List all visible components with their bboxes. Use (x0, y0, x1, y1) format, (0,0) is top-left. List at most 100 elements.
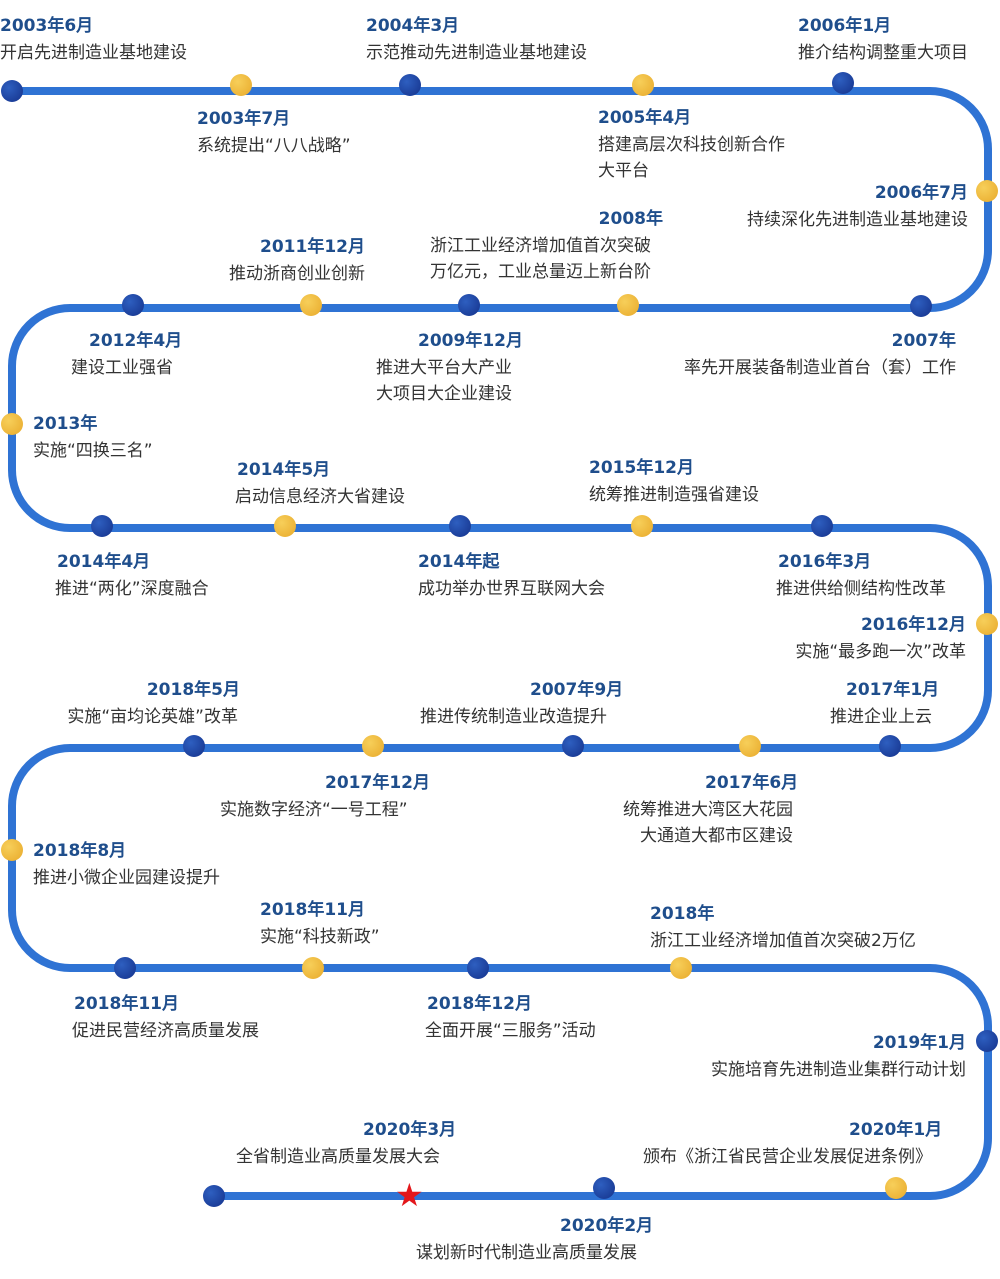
yellow-milestone-dot (670, 957, 692, 979)
event-description: 大通道大都市区建设 (640, 826, 793, 846)
yellow-milestone-dot (1, 413, 23, 435)
event-description: 推进小微企业园建设提升 (33, 868, 220, 888)
event-date: 2007年 (891, 331, 956, 351)
event-description: 大项目大企业建设 (376, 384, 512, 404)
event-date: 2018年8月 (33, 841, 127, 861)
event-description: 实施“最多跑一次”改革 (795, 642, 966, 662)
event-date: 2018年11月 (74, 994, 179, 1014)
blue-milestone-dot (593, 1177, 615, 1199)
event-date: 2007年9月 (530, 680, 624, 700)
event-date: 2014年起 (418, 552, 500, 572)
event-description: 大平台 (598, 161, 649, 181)
event-date: 2016年3月 (778, 552, 872, 572)
yellow-milestone-dot (976, 180, 998, 202)
yellow-milestone-dot (617, 294, 639, 316)
event-date: 2003年6月 (0, 16, 94, 36)
event-description: 实施“四换三名” (33, 441, 153, 461)
blue-milestone-dot (449, 515, 471, 537)
event-description: 示范推动先进制造业基地建设 (366, 43, 587, 63)
blue-milestone-dot (458, 294, 480, 316)
event-date: 2011年12月 (260, 237, 365, 257)
event-description: 万亿元，工业总量迈上新台阶 (430, 262, 651, 282)
event-date: 2020年1月 (849, 1120, 943, 1140)
event-description: 推动浙商创业创新 (229, 264, 365, 284)
event-description: 统筹推进制造强省建设 (589, 485, 759, 505)
event-description: 推进传统制造业改造提升 (420, 707, 607, 727)
event-description: 谋划新时代制造业高质量发展 (416, 1243, 637, 1263)
event-date: 2017年12月 (325, 773, 430, 793)
event-description: 开启先进制造业基地建设 (0, 43, 187, 63)
blue-milestone-dot (183, 735, 205, 757)
event-description: 全省制造业高质量发展大会 (236, 1147, 440, 1167)
blue-milestone-dot (91, 515, 113, 537)
event-description: 实施培育先进制造业集群行动计划 (711, 1060, 966, 1080)
event-date: 2017年6月 (705, 773, 799, 793)
event-date: 2016年12月 (861, 615, 966, 635)
blue-milestone-dot (1, 80, 23, 102)
blue-milestone-dot (832, 72, 854, 94)
event-description: 全面开展“三服务”活动 (425, 1021, 596, 1041)
blue-milestone-dot (976, 1030, 998, 1052)
event-description: 推进大平台大产业 (376, 358, 512, 378)
star-icon: ★ (395, 1176, 424, 1214)
event-description: 统筹推进大湾区大花园 (623, 800, 793, 820)
event-description: 推进供给侧结构性改革 (776, 579, 946, 599)
event-date: 2013年 (33, 414, 98, 434)
event-description: 浙江工业经济增加值首次突破 (430, 236, 651, 256)
blue-milestone-dot (399, 74, 421, 96)
event-date: 2009年12月 (418, 331, 523, 351)
event-description: 持续深化先进制造业基地建设 (747, 210, 968, 230)
event-date: 2012年4月 (89, 331, 183, 351)
event-description: 推进“两化”深度融合 (55, 579, 209, 599)
event-date: 2018年 (650, 904, 715, 924)
event-date: 2014年4月 (57, 552, 151, 572)
event-date: 2018年12月 (427, 994, 532, 1014)
event-date: 2020年3月 (363, 1120, 457, 1140)
event-description: 推介结构调整重大项目 (798, 43, 968, 63)
event-date: 2006年1月 (798, 16, 892, 36)
event-description: 颁布《浙江省民营企业发展促进条例》 (643, 1147, 932, 1167)
yellow-milestone-dot (739, 735, 761, 757)
yellow-milestone-dot (631, 515, 653, 537)
event-description: 实施数字经济“一号工程” (220, 800, 408, 820)
event-date: 2003年7月 (197, 109, 291, 129)
event-description: 浙江工业经济增加值首次突破2万亿 (650, 931, 916, 951)
event-date: 2018年5月 (146, 680, 240, 700)
event-date: 2015年12月 (589, 458, 694, 478)
event-date: 2018年11月 (260, 900, 365, 920)
event-description: 推进企业上云 (830, 707, 932, 727)
event-description: 实施“科技新政” (260, 927, 380, 947)
blue-milestone-dot (562, 735, 584, 757)
event-description: 促进民营经济高质量发展 (72, 1021, 259, 1041)
blue-milestone-dot (467, 957, 489, 979)
blue-milestone-dot (910, 295, 932, 317)
yellow-milestone-dot (300, 294, 322, 316)
event-date: 2017年1月 (846, 680, 940, 700)
event-date: 2008年 (598, 209, 663, 229)
event-description: 搭建高层次科技创新合作 (598, 135, 785, 155)
blue-milestone-dot (203, 1185, 225, 1207)
event-description: 成功举办世界互联网大会 (418, 579, 605, 599)
event-date: 2006年7月 (874, 183, 968, 203)
yellow-milestone-dot (632, 74, 654, 96)
blue-milestone-dot (114, 957, 136, 979)
event-date: 2004年3月 (366, 16, 460, 36)
yellow-milestone-dot (976, 613, 998, 635)
event-date: 2020年2月 (560, 1216, 654, 1236)
event-description: 率先开展装备制造业首台（套）工作 (684, 358, 956, 378)
event-description: 系统提出“八八战略” (197, 136, 351, 156)
event-description: 建设工业强省 (71, 358, 173, 378)
blue-milestone-dot (879, 735, 901, 757)
yellow-milestone-dot (230, 74, 252, 96)
yellow-milestone-dot (362, 735, 384, 757)
event-description: 实施“亩均论英雄”改革 (67, 707, 238, 727)
blue-milestone-dot (122, 294, 144, 316)
yellow-milestone-dot (274, 515, 296, 537)
yellow-milestone-dot (1, 839, 23, 861)
event-date: 2014年5月 (237, 460, 331, 480)
event-date: 2019年1月 (872, 1033, 966, 1053)
event-description: 启动信息经济大省建设 (235, 487, 405, 507)
event-date: 2005年4月 (598, 108, 692, 128)
